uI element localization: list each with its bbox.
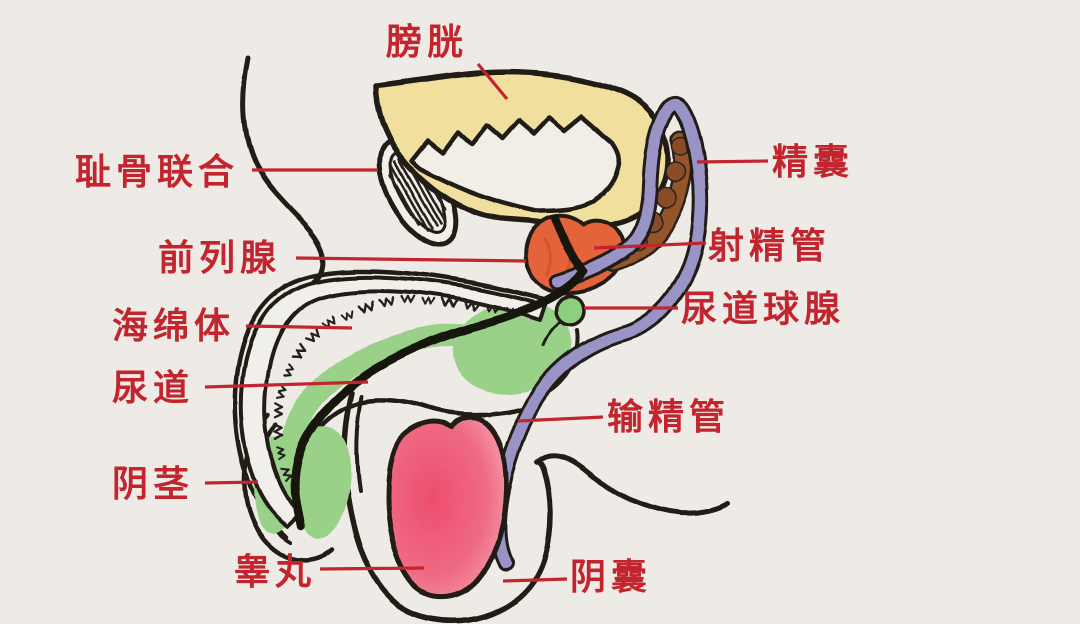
cavernosum-hatch-mark <box>422 298 437 307</box>
bladder-shape <box>373 69 671 231</box>
leader-seminal-vesicle <box>696 159 769 164</box>
cavernosum-hatch-mark <box>441 298 459 309</box>
leader-vas-deferens <box>517 415 604 423</box>
label-pubic-symphysis: 耻骨联合 <box>75 151 240 192</box>
label-bladder: 膀胱 <box>386 21 469 62</box>
label-seminal-vesicle: 精囊 <box>772 141 855 182</box>
label-testis: 睾丸 <box>234 551 317 592</box>
leader-testis <box>319 566 425 571</box>
bulbourethral-gland-shape <box>541 295 586 348</box>
cavernosum-hatch-mark <box>283 364 295 378</box>
label-corpus-cavernosum: 海绵体 <box>112 305 236 346</box>
cavernosum-hatch-mark <box>484 302 500 314</box>
leader-lines <box>204 62 769 583</box>
leader-scrotum <box>502 577 568 583</box>
label-bulbourethral-gland: 尿道球腺 <box>681 288 846 329</box>
cavernosum-hatch-mark <box>339 309 353 320</box>
cavernosum-hatch-mark <box>378 296 395 308</box>
body-contour-line <box>240 55 326 293</box>
leader-urethra <box>204 380 369 389</box>
label-vas-deferens: 输精管 <box>607 396 731 437</box>
cavernosum-hatch-mark <box>274 402 284 419</box>
label-urethra: 尿道 <box>112 367 195 408</box>
cavernosum-hatch-mark <box>400 294 416 304</box>
cavernosum-hatch-mark <box>291 343 306 360</box>
perineum-contour-line <box>534 453 730 516</box>
label-penis: 阴茎 <box>112 463 195 504</box>
cavernosum-hatch-mark <box>304 327 319 343</box>
label-prostate: 前列腺 <box>158 237 282 278</box>
cavernosum-hatch-mark <box>463 299 480 311</box>
vas-deferens-shape <box>489 95 710 571</box>
cavernosum-hatch-mark <box>276 447 286 462</box>
testis-shape <box>385 415 509 600</box>
cavernosum-hatch-mark <box>276 384 288 399</box>
leader-ejaculatory-duct <box>593 241 707 250</box>
cavernosum-hatch-mark <box>357 300 375 314</box>
label-scrotum: 阴囊 <box>570 556 653 597</box>
urethra-line <box>290 213 589 531</box>
leader-bladder <box>476 62 509 101</box>
cavernosum-hatch-mark <box>280 468 292 483</box>
label-ejaculatory-duct: 射精管 <box>708 225 832 266</box>
leader-prostate <box>295 256 527 263</box>
cavernosum-hatch-mark <box>320 314 335 328</box>
cavernosum-hatch-mark <box>273 423 284 442</box>
leader-corpus-cavernosum <box>245 324 353 330</box>
leader-penis <box>204 480 259 485</box>
